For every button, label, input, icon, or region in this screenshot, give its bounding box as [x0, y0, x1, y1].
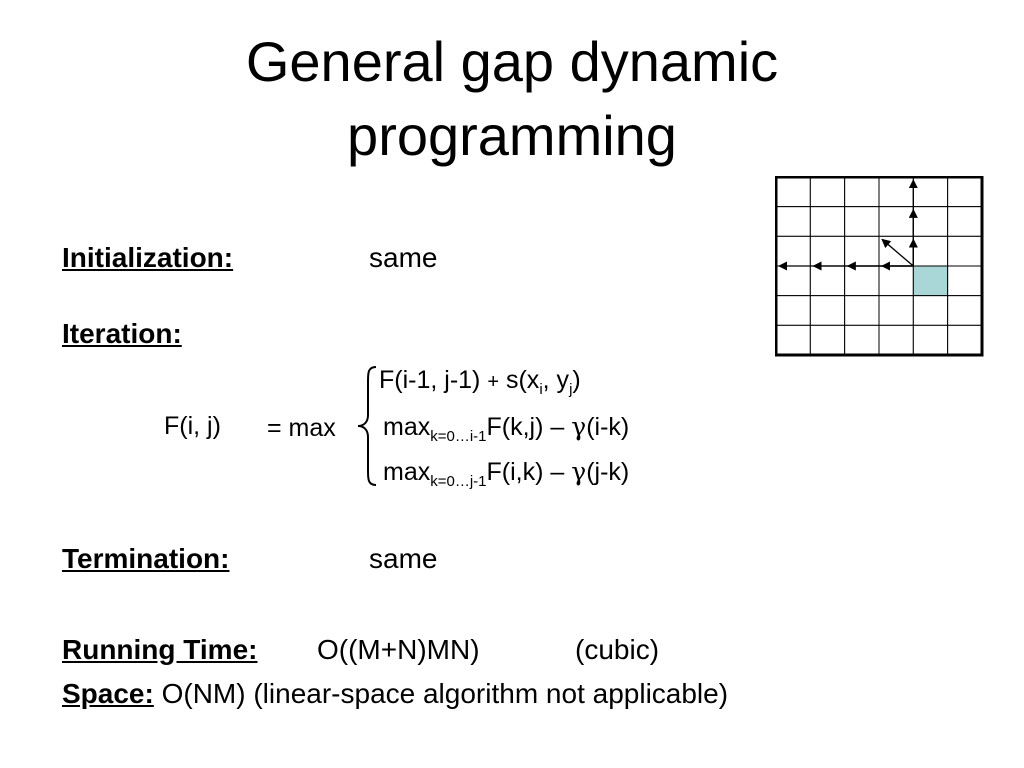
grid-cell: [844, 206, 880, 237]
recurrence-case-vertical-gap: maxk=0…i-1F(k,j) – γ(i-k): [383, 412, 630, 444]
grid-cell: [775, 176, 811, 208]
grid-cell: [809, 324, 846, 356]
grid-cell: [844, 265, 880, 297]
grid-cell: [775, 206, 811, 237]
grid-cell: [947, 265, 983, 297]
grid-cell: [878, 206, 914, 237]
running-time-note: (cubic): [575, 634, 660, 665]
grid-cell: [912, 324, 949, 356]
grid-cell: [844, 295, 880, 326]
grid-cell: [878, 324, 914, 356]
grid-cells: [775, 176, 983, 356]
grid-cell: [947, 235, 983, 267]
grid-cell: [912, 176, 949, 208]
case-brace: [357, 366, 377, 486]
termination-label: Termination:: [62, 543, 230, 574]
slide-title-line-2: programming: [347, 104, 677, 167]
initialization-label: Initialization:: [62, 242, 234, 273]
iteration-label: Iteration:: [62, 318, 182, 349]
space-label: Space:: [62, 678, 154, 709]
arrow-diagonal: [881, 238, 914, 267]
case-vertical-tail: (i-k): [586, 413, 630, 441]
recurrence-case-diagonal: F(i-1, j-1) + s(xi, yj): [379, 366, 581, 398]
recurrence-max-operator: = max: [267, 414, 336, 442]
running-time-label: Running Time:: [62, 634, 258, 665]
termination-value: same: [369, 543, 438, 574]
case-vertical-term: F(k,j) –: [486, 413, 572, 441]
grid-cell: [912, 206, 949, 237]
case-horizontal-gamma: γ: [571, 457, 587, 486]
recurrence-case-horizontal-gap: maxk=0…j-1F(i,k) – γ(j-k): [383, 457, 630, 489]
grid-cell: [947, 176, 983, 208]
grid-cell: [878, 265, 914, 297]
case-diagonal-sub-j: j: [569, 381, 573, 398]
initialization-value: same: [369, 242, 438, 273]
case-horizontal-max: max: [383, 458, 431, 486]
recurrence-lhs: F(i, j): [164, 412, 221, 440]
grid-cell: [809, 206, 846, 237]
running-time-value: O((M+N)MN): [317, 634, 480, 665]
grid-cell: [912, 235, 949, 267]
case-diagonal-s-end: ): [572, 366, 581, 394]
case-horizontal-tail: (j-k): [586, 458, 630, 486]
grid-cell: [947, 324, 983, 356]
grid-cell: [878, 176, 914, 208]
grid-cell: [912, 295, 949, 326]
grid-cell: [775, 295, 811, 326]
dp-grid-diagram: [775, 176, 984, 357]
grid-cell: [878, 295, 914, 326]
case-horizontal-sub: k=0…j-1: [430, 473, 487, 490]
grid-cell: [809, 295, 846, 326]
grid-frame: [775, 176, 984, 357]
grid-cell: [809, 176, 846, 208]
case-vertical-gamma: γ: [571, 412, 587, 441]
slide-title-line-1: General gap dynamic: [245, 30, 779, 93]
grid-cell: [775, 265, 811, 297]
grid-arrows: [778, 179, 918, 271]
space-line: Space: O(NM) (linear-space algorithm not…: [62, 680, 728, 708]
case-diagonal-s-mid: , y: [542, 366, 570, 394]
space-value: O(NM) (linear-space algorithm not applic…: [161, 678, 729, 709]
grid-cell: [775, 324, 811, 356]
grid-cell: [775, 235, 811, 267]
case-horizontal-term: F(i,k) –: [486, 458, 572, 486]
grid-cell: [947, 206, 983, 237]
grid-cell: [844, 176, 880, 208]
case-vertical-sub: k=0…i-1: [430, 428, 487, 445]
case-diagonal-s: s(x: [505, 366, 540, 394]
case-vertical-max: max: [383, 413, 431, 441]
case-diagonal-f: F(i-1, j-1): [379, 366, 481, 394]
highlighted-cell: [912, 265, 949, 297]
grid-cell: [809, 235, 846, 267]
grid-cell: [844, 235, 880, 267]
grid-cell: [844, 324, 880, 356]
grid-cell: [947, 295, 983, 326]
case-diagonal-sub-i: i: [539, 381, 543, 398]
grid-cell: [809, 265, 846, 297]
case-diagonal-plus: +: [487, 371, 500, 393]
